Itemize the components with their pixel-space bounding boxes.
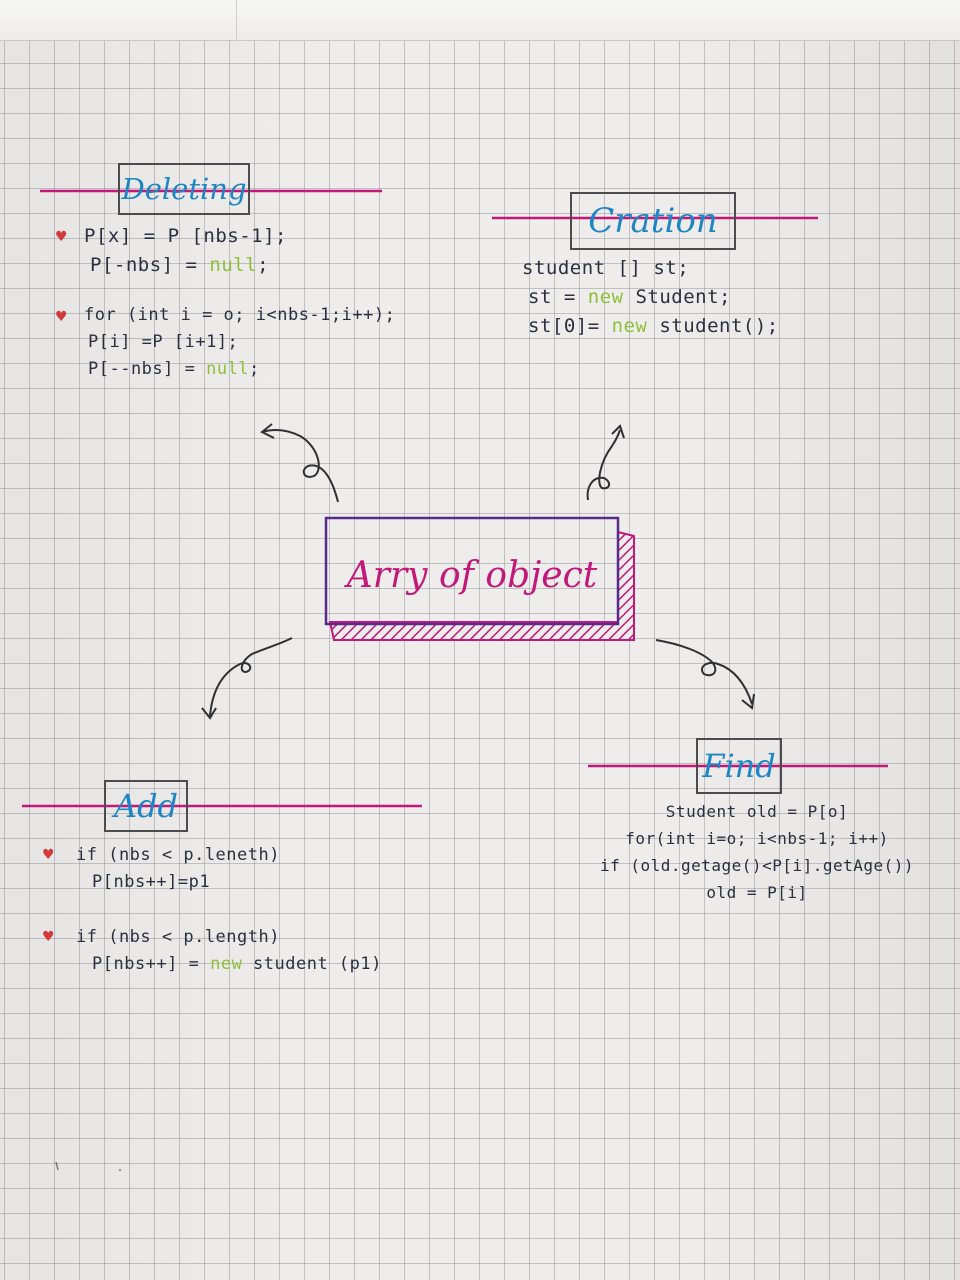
deleting-block-2: for (int i = o; i<nbs-1;i++); P[i] =P [i…: [84, 305, 396, 379]
bullet-heart-icon: ♥: [42, 847, 55, 863]
arrow-to-find: [655, 639, 753, 705]
find-title: Find: [696, 738, 782, 794]
arrow-to-add: [209, 637, 293, 717]
deleting-title: Deleting: [118, 163, 250, 215]
add-block-2: if (nbs < p.length) P[nbs++] = new stude…: [76, 927, 382, 974]
keyword: null: [209, 254, 258, 276]
bullet-heart-icon: ♥: [55, 309, 68, 325]
creation-code: student [] st; st = new Student; st[0]= …: [522, 257, 779, 337]
deleting-block-1: P[x] = P [nbs-1]; P[-nbs] = null;: [84, 225, 287, 276]
arrow-to-deleting: [261, 428, 339, 503]
add-block-1: if (nbs < p.leneth) P[nbs++]=p1: [76, 845, 280, 892]
arrow-to-creation: [586, 429, 621, 501]
central-title: Arry of object: [346, 555, 598, 596]
keyword: new: [210, 954, 243, 974]
keyword: new: [611, 315, 648, 337]
notebook-top-edge: [0, 0, 960, 41]
creation-title: Cration: [570, 192, 736, 250]
keyword: new: [587, 286, 624, 308]
bullet-heart-icon: ♥: [42, 929, 55, 945]
keyword: null: [206, 359, 250, 379]
add-title: Add: [104, 780, 188, 832]
center-box: [324, 516, 620, 626]
find-code: Student old = P[o] for(int i=o; i<nbs-1;…: [599, 802, 915, 902]
bullet-heart-icon: ♥: [55, 229, 68, 245]
